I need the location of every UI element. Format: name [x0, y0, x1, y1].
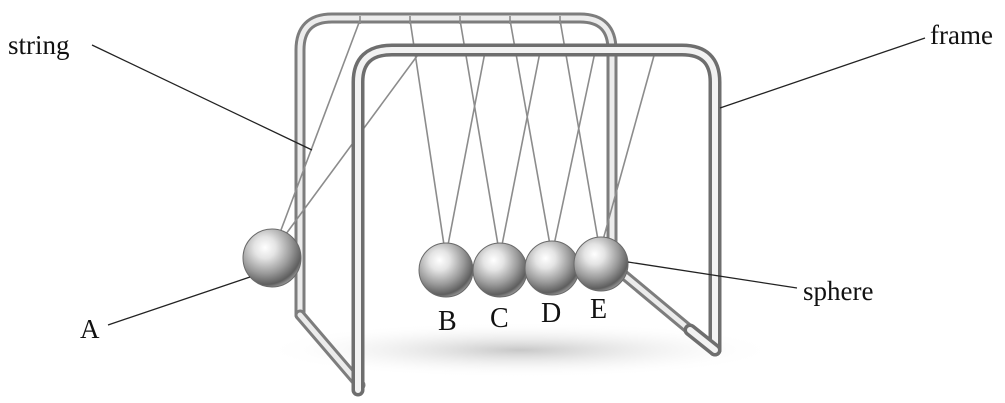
leader-a	[108, 277, 250, 325]
label-sphere: sphere	[803, 278, 873, 305]
label-a: A	[80, 316, 100, 343]
sphere-d	[525, 241, 579, 295]
label-b: B	[438, 308, 457, 336]
label-c: C	[490, 305, 509, 333]
label-d: D	[541, 300, 561, 328]
sphere-e	[574, 237, 628, 291]
label-frame: frame	[930, 22, 993, 49]
sphere-a	[243, 229, 301, 287]
leader-string	[92, 45, 312, 150]
label-string: string	[8, 32, 70, 59]
sphere-c	[473, 243, 527, 297]
leader-frame	[720, 38, 925, 108]
ground-shadow	[260, 322, 780, 378]
sphere-b	[419, 243, 473, 297]
label-e: E	[590, 296, 607, 324]
